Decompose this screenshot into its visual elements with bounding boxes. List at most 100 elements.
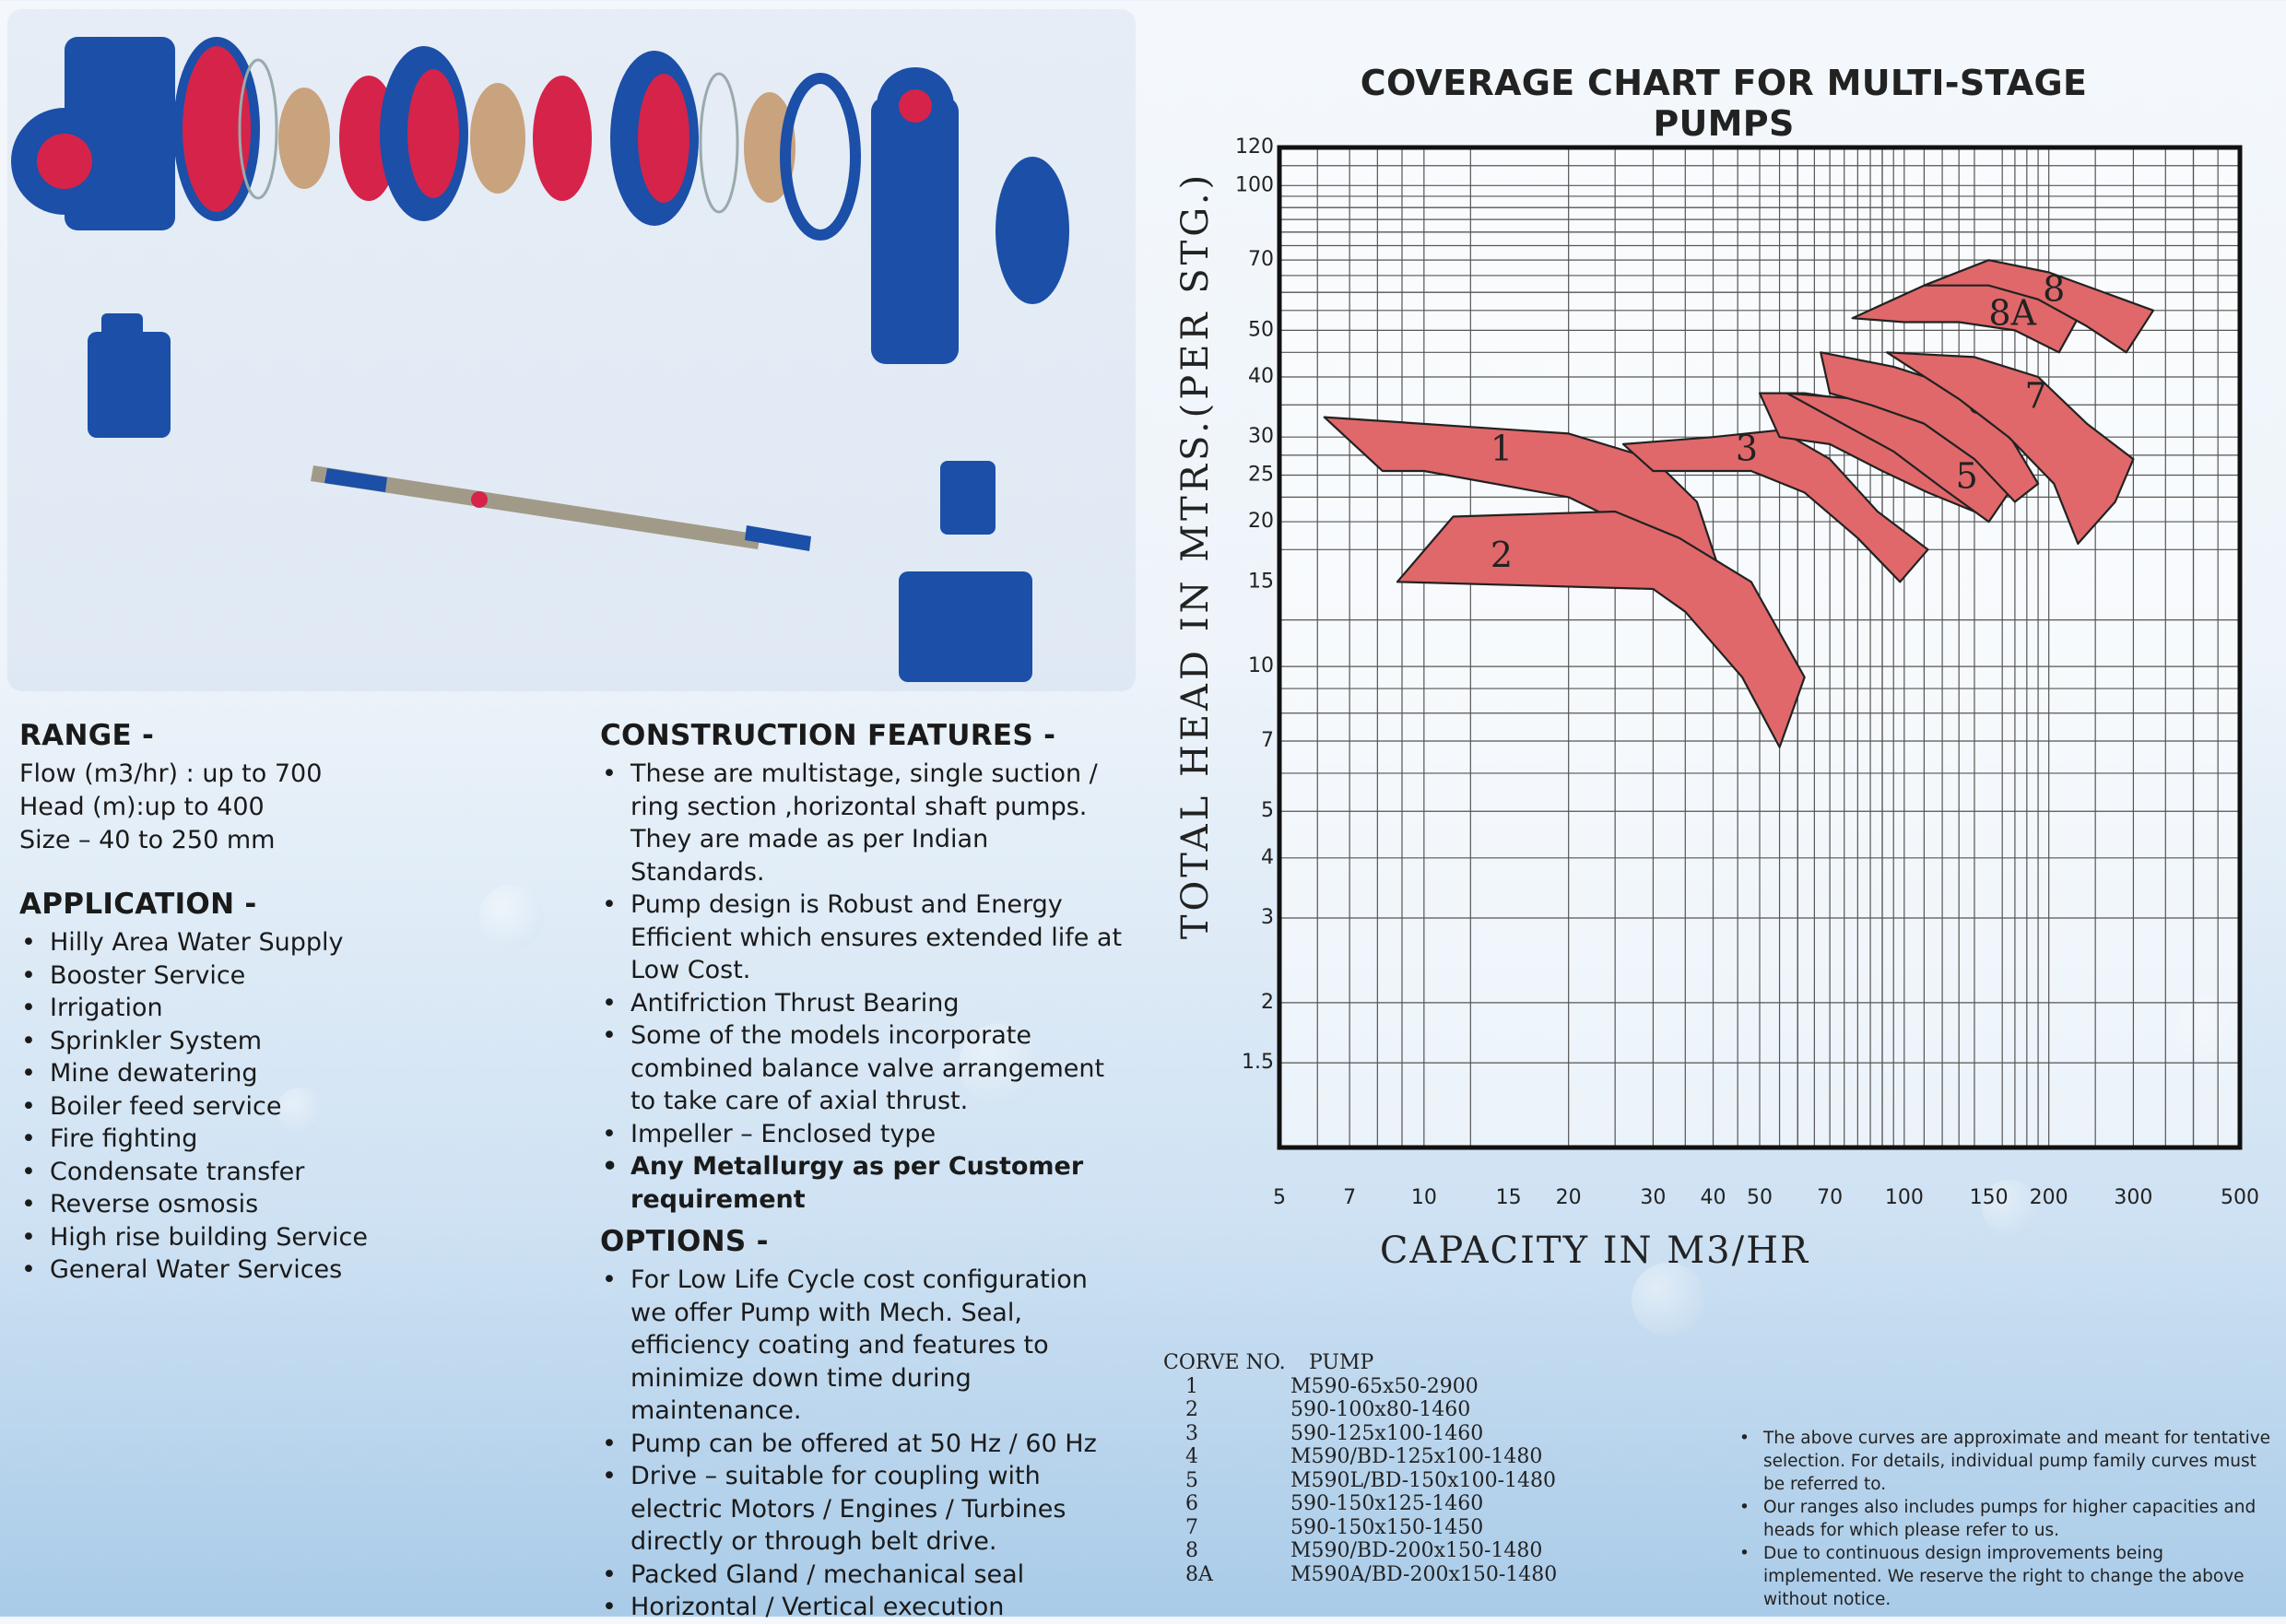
- note-item: Due to continuous design improvements be…: [1738, 1542, 2272, 1611]
- application-section: APPLICATION - Hilly Area Water Supply Bo…: [19, 888, 582, 1287]
- x-tick-label: 30: [1640, 1186, 1666, 1209]
- coverage-area-8: [1923, 259, 2155, 354]
- table-row: 8 M590/BD-200x150-1480: [1163, 1539, 1557, 1563]
- range-head: Head (m):up to 400: [19, 793, 265, 821]
- coverage-area-6: [1820, 351, 2040, 503]
- table-cell: M590/BD-125x100-1480: [1290, 1445, 1543, 1468]
- list-item: High rise building Service: [19, 1221, 582, 1254]
- construction-list: These are multistage, single suction / r…: [600, 758, 1125, 1216]
- y-tick-label: 25: [1248, 463, 1274, 486]
- table-cell: M590-65x50-2900: [1290, 1374, 1479, 1398]
- x-axis-label: CAPACITY IN M3/HR: [1380, 1230, 1809, 1272]
- table-cell: M590/BD-200x150-1480: [1290, 1539, 1543, 1562]
- list-item: Pump design is Robust and Energy Efficie…: [600, 888, 1125, 987]
- list-item: Pump can be offered at 50 Hz / 60 Hz: [600, 1428, 1125, 1461]
- list-item: Booster Service: [19, 959, 582, 993]
- plot-frame: [1277, 145, 2243, 1150]
- list-item: Irrigation: [19, 992, 582, 1025]
- y-tick-label: 7: [1261, 729, 1274, 752]
- y-tick-label: 50: [1248, 318, 1274, 341]
- list-item: Packed Gland / mechanical seal: [600, 1559, 1125, 1592]
- coverage-area-5: [1785, 392, 2016, 524]
- list-item: Any Metallurgy as per Customer requireme…: [600, 1150, 1125, 1216]
- curve-label-8: 8: [2043, 269, 2065, 310]
- application-list: Hilly Area Water Supply Booster Service …: [19, 926, 582, 1287]
- list-item: Condensate transfer: [19, 1156, 582, 1189]
- bubble-decoration: [1632, 1263, 1705, 1336]
- application-heading: APPLICATION -: [19, 888, 257, 921]
- x-tick-label: 40: [1701, 1186, 1726, 1209]
- bubble-decoration: [2175, 995, 2240, 1060]
- range-section: RANGE - Flow (m3/hr) : up to 700 Head (m…: [19, 719, 322, 857]
- table-header: PUMP: [1309, 1351, 1374, 1374]
- range-size: Size – 40 to 250 mm: [19, 826, 276, 854]
- list-item: Reverse osmosis: [19, 1188, 582, 1221]
- coverage-area-7: [1885, 351, 2135, 546]
- options-list: For Low Life Cycle cost configuration we…: [600, 1264, 1125, 1624]
- y-tick-label: 10: [1248, 654, 1274, 677]
- y-tick-label: 120: [1235, 135, 1274, 159]
- y-tick-label: 2: [1261, 991, 1274, 1014]
- bubble-decoration: [1982, 1180, 2037, 1235]
- curve-label-8a: 8A: [1988, 293, 2036, 334]
- x-tick-label: 300: [2114, 1186, 2152, 1209]
- list-item: Hilly Area Water Supply: [19, 926, 582, 959]
- x-tick-label: 70: [1817, 1186, 1843, 1209]
- y-tick-label: 100: [1235, 173, 1274, 196]
- x-tick-label: 10: [1411, 1186, 1437, 1209]
- options-section: OPTIONS - For Low Life Cycle cost config…: [600, 1225, 1125, 1624]
- y-axis-label: TOTAL HEAD IN MTRS.(PER STG.): [1174, 171, 1217, 939]
- notes-list: The above curves are approximate and mea…: [1738, 1427, 2272, 1611]
- coverage-area-3: [1621, 429, 1929, 583]
- list-item: These are multistage, single suction / r…: [600, 758, 1125, 888]
- chart-title: COVERAGE CHART FOR MULTI-STAGE PUMPS: [1360, 63, 2088, 144]
- x-tick-label: 100: [1885, 1186, 1924, 1209]
- table-row: 1 M590-65x50-2900: [1163, 1375, 1557, 1399]
- list-item: General Water Services: [19, 1253, 582, 1287]
- table-cell: 2: [1185, 1398, 1198, 1421]
- curve-label-3: 3: [1736, 428, 1758, 468]
- curve-label-4: 4: [1893, 410, 1915, 451]
- list-item: Mine dewatering: [19, 1057, 582, 1090]
- x-tick-label: 20: [1556, 1186, 1582, 1209]
- y-tick-label: 5: [1261, 799, 1274, 822]
- pump-casing-icon: [11, 37, 1069, 364]
- y-tick-label: 70: [1248, 248, 1274, 271]
- curve-label-5: 5: [1956, 456, 1978, 497]
- x-tick-label: 5: [1273, 1186, 1286, 1209]
- x-tick-label: 500: [2221, 1186, 2259, 1209]
- list-item: Antifriction Thrust Bearing: [600, 987, 1125, 1020]
- note-item: The above curves are approximate and mea…: [1738, 1427, 2272, 1496]
- range-heading: RANGE -: [19, 719, 155, 752]
- y-tick-label: 40: [1248, 365, 1274, 388]
- coverage-area-2: [1396, 510, 1806, 748]
- y-tick-label: 1.5: [1242, 1051, 1274, 1074]
- list-item: Horizontal / Vertical execution: [600, 1591, 1125, 1624]
- y-tick-label: 15: [1248, 570, 1274, 593]
- table-cell: M590A/BD-200x150-1480: [1290, 1562, 1558, 1586]
- table-cell: 1: [1185, 1374, 1198, 1398]
- curve-label-6: 6: [1966, 382, 1988, 422]
- table-cell: 8A: [1185, 1562, 1213, 1586]
- range-flow: Flow (m3/hr) : up to 700: [19, 759, 323, 788]
- list-item: Drive – suitable for coupling with elect…: [600, 1460, 1125, 1559]
- y-tick-label: 3: [1261, 906, 1274, 929]
- x-tick-label: 50: [1747, 1186, 1773, 1209]
- list-item: Fire fighting: [19, 1123, 582, 1156]
- table-cell: 8: [1185, 1539, 1198, 1562]
- shaft-assembly-icon: [88, 313, 1032, 682]
- coverage-area-8a: [1851, 277, 2080, 354]
- list-item: Sprinkler System: [19, 1025, 582, 1058]
- coverage-area-4: [1758, 392, 1990, 513]
- exploded-pump-illustration: [7, 9, 1136, 691]
- construction-section: CONSTRUCTION FEATURES - These are multis…: [600, 719, 1125, 1216]
- curve-label-1: 1: [1491, 428, 1513, 468]
- options-heading: OPTIONS -: [600, 1225, 769, 1258]
- table-cell: 5: [1185, 1468, 1198, 1492]
- curve-label-7: 7: [2025, 375, 2047, 416]
- table-row: 8A M590A/BD-200x150-1480: [1163, 1563, 1557, 1587]
